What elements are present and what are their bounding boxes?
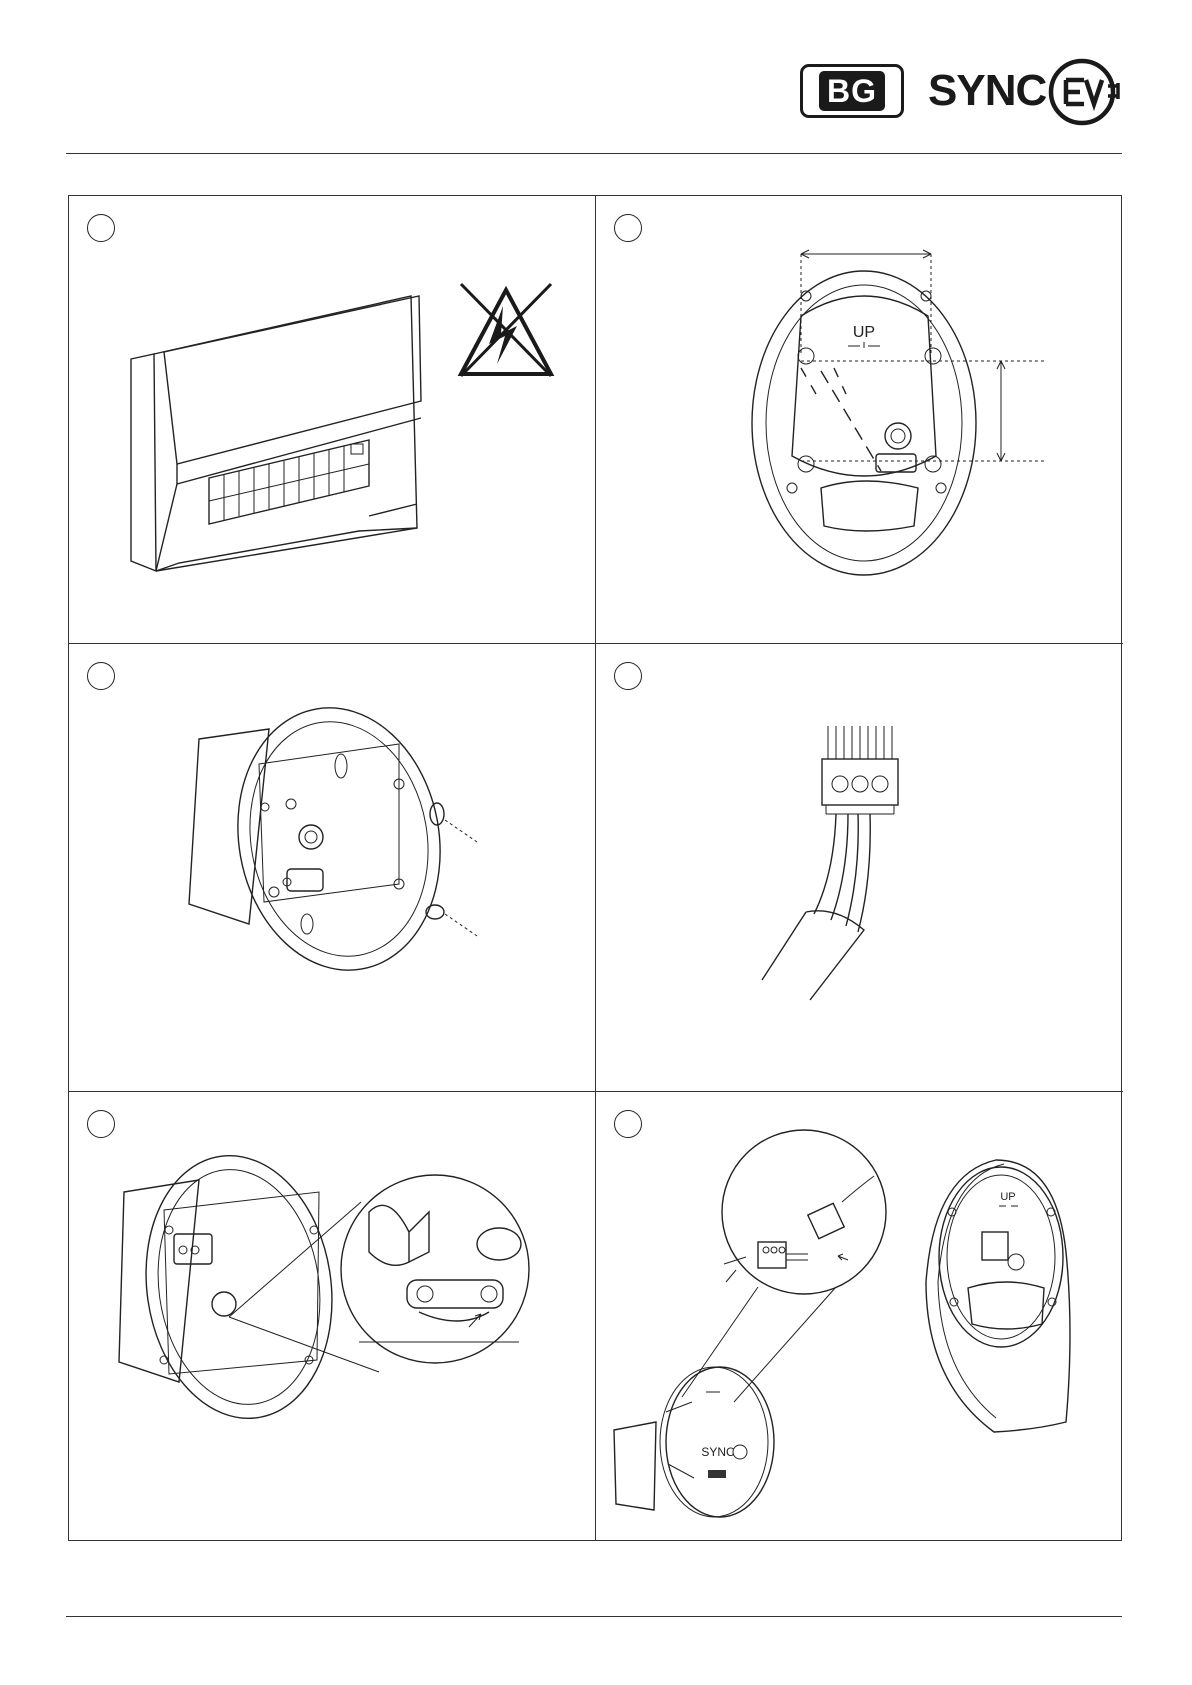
step-panel-2: UP — [596, 196, 1123, 644]
instruction-grid: UP — [68, 195, 1122, 1541]
step-panel-4 — [596, 644, 1123, 1092]
up-label: UP — [853, 324, 875, 341]
ev-plug-icon — [928, 56, 1128, 126]
up-label: UP — [1000, 1191, 1015, 1203]
step-panel-5 — [69, 1092, 596, 1540]
no-high-voltage-icon — [69, 196, 596, 644]
step-panel-6: SYNC UP — [596, 1092, 1123, 1540]
terminal-block-illustration — [596, 644, 1123, 1092]
step-panel-3 — [69, 644, 596, 1092]
screw-cap-icon — [69, 644, 596, 1092]
bg-logo-text: BG — [819, 71, 885, 111]
step-panel-1 — [69, 196, 596, 644]
bg-logo: BG — [800, 64, 904, 118]
header-rule — [66, 153, 1122, 154]
back-box-dimensions-illustration: UP — [596, 196, 1123, 644]
sync-ev-logo: SYNC — [928, 56, 1128, 126]
cable-clamp-detail-illustration — [69, 1092, 596, 1540]
mounted-unit-illustration: UP — [596, 1092, 1123, 1540]
footer-rule — [66, 1616, 1122, 1617]
